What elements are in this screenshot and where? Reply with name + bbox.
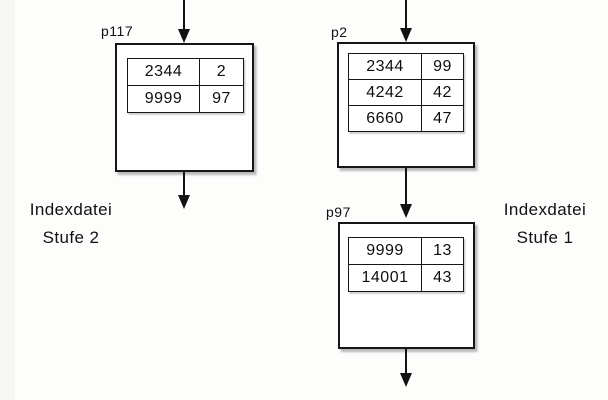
table-row: 9999 97 [127,85,244,113]
pointer-cell: 47 [421,105,464,132]
table-row: 2344 99 [348,53,464,80]
node-box-p2: 2344 99 4242 42 6660 47 [337,42,475,168]
pointer-cell: 43 [421,264,464,292]
page-edge-strip [0,0,15,400]
arrow-line [183,172,185,196]
node-table-p2: 2344 99 4242 42 6660 47 [348,53,464,132]
node-table-p97: 9999 13 14001 43 [348,237,464,292]
node-table-p117: 2344 2 9999 97 [127,58,244,113]
key-cell: 2344 [127,58,200,86]
table-row: 14001 43 [348,264,464,292]
arrow-down-icon [178,29,190,43]
node-label-p2: p2 [331,24,348,40]
pointer-cell: 99 [421,53,464,80]
table-row: 4242 42 [348,79,464,106]
pointer-cell: 42 [421,79,464,106]
pointer-cell: 2 [199,58,244,86]
table-row: 9999 13 [348,237,464,265]
caption-line: Stufe 2 [42,228,100,247]
arrow-line [183,0,185,29]
caption-stufe-1: Indexdatei Stufe 1 [474,196,608,252]
arrow-down-icon [400,204,412,218]
pointer-cell: 13 [421,237,464,265]
key-cell: 6660 [348,105,422,132]
arrow-down-icon [400,373,412,387]
pointer-cell: 97 [199,85,244,113]
key-cell: 2344 [348,53,422,80]
arrow-down-icon [400,28,412,42]
table-row: 2344 2 [127,58,244,86]
node-label-p117: p117 [101,23,134,39]
key-cell: 9999 [348,237,422,265]
arrow-line [405,0,407,28]
table-row: 6660 47 [348,105,464,132]
node-label-p97: p97 [326,204,351,220]
arrow-down-icon [178,195,190,209]
caption-line: Stufe 1 [516,228,574,247]
caption-stufe-2: Indexdatei Stufe 2 [0,196,142,252]
arrow-line [405,168,407,204]
key-cell: 14001 [348,264,422,292]
node-box-p117: 2344 2 9999 97 [115,43,254,172]
node-box-p97: 9999 13 14001 43 [338,222,475,349]
arrow-line [405,349,407,373]
caption-line: Indexdatei [29,200,113,219]
caption-line: Indexdatei [503,200,587,219]
key-cell: 9999 [127,85,200,113]
key-cell: 4242 [348,79,422,106]
